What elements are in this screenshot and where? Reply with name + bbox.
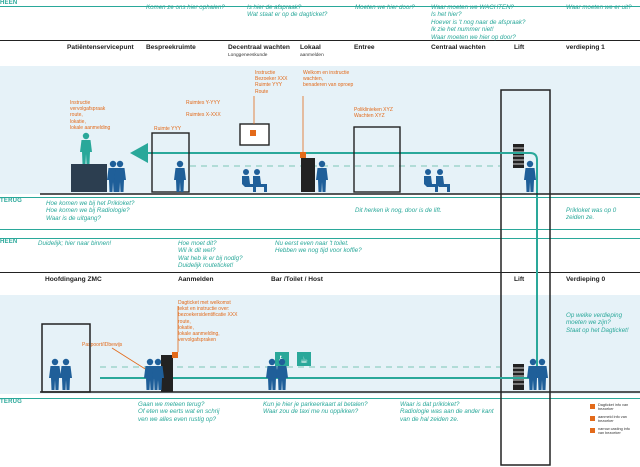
kiosk-aanmelden xyxy=(161,355,173,392)
top-heen-question: Is hier de afspraak? Wat staat er op de … xyxy=(247,4,328,19)
note-instructie-vervolgafspraak: Instructie vervolgafspraak route, lokati… xyxy=(70,100,111,131)
lift-door-bottom-slats xyxy=(513,367,524,385)
legend-dagticket: Dagticket info van bezoeker xyxy=(598,403,629,412)
legend-swatch-aanmeld xyxy=(590,416,595,421)
legend-aanmeld: aanmeld info van bezoeker xyxy=(598,415,627,424)
column-entree: Entree xyxy=(354,44,375,51)
staff-figure xyxy=(80,132,92,164)
route-dashed xyxy=(100,165,500,368)
top-terug-question: Dit herken ik nog, door is de lift. xyxy=(355,207,442,214)
top-heen-question: Waar moeten we er uit? xyxy=(566,4,632,11)
top-terug-end-rule xyxy=(0,229,640,230)
top-terug-rule xyxy=(0,197,640,198)
bottom-heen-question: Nu eerst even naar 't toilet. Hebben we … xyxy=(275,240,362,255)
bottom-terug-tag: TERUG xyxy=(0,399,22,405)
room-bespreekruimte xyxy=(151,132,190,193)
note-paspoort: Paspoort/IDbewijs xyxy=(82,342,123,348)
top-terug-question: Hoe komen we bij het Prikloket? Hoe kome… xyxy=(46,200,135,222)
top-terug-question: Prikloket was op 0 zeiden ze. xyxy=(566,207,617,222)
column-hoofdingang: Hoofdingang ZMC xyxy=(45,276,102,283)
column-lift-bottom: Lift xyxy=(514,276,525,283)
top-terug-tag: TERUG xyxy=(0,198,22,204)
bottom-column-rule xyxy=(0,272,640,273)
legend-swatch-dagticket xyxy=(590,404,595,409)
desk-servicepunt xyxy=(71,164,107,192)
note-ruimtes-x: Ruimtes X-XXX xyxy=(186,112,221,118)
patient-figure xyxy=(174,160,186,192)
seated-figure xyxy=(424,169,438,192)
column-lokaal-sub: aanmelden xyxy=(300,53,324,58)
bottom-terug-question: Waar is dat prikloket? Radiologie was aa… xyxy=(400,401,494,423)
note-poliklinieken: Poliklinieken XYZ Wachten XYZ xyxy=(354,107,393,120)
kiosk-aanmelden-icon xyxy=(172,352,178,358)
column-decentraal-wachten-sub: Longgeneeskunde xyxy=(228,53,268,58)
top-heen-rule xyxy=(0,6,640,7)
top-column-rule xyxy=(0,40,640,41)
column-lift-top: Lift xyxy=(514,44,525,51)
note-ruimte-yyy: Ruimte YYY xyxy=(154,126,182,132)
entrance-door xyxy=(41,323,91,393)
column-bespreekruimte: Bespreekruimte xyxy=(146,44,196,51)
column-centraal-wachten: Centraal wachten xyxy=(431,44,486,51)
column-verdieping-1: verdieping 1 xyxy=(566,44,605,51)
bottom-terug-rule xyxy=(0,398,640,399)
coffee-sign xyxy=(297,352,311,366)
note-dagticket: Dagticket met welkomst tekst en instruct… xyxy=(178,300,238,344)
bottom-heen-tag: HEEN xyxy=(0,239,18,245)
room-entree xyxy=(353,126,401,193)
bottom-heen-question: Hoe moet dit? Wil ik dit wel? Wat heb ik… xyxy=(178,240,243,270)
patient-figure xyxy=(524,160,536,192)
route-arrow xyxy=(130,143,148,163)
patient-figure xyxy=(49,358,61,390)
note-instructie-bezoeker: Instructie Bezoeker XXX Ruimte YYY Route xyxy=(255,70,288,95)
kiosk-lokaal xyxy=(301,158,315,192)
bottom-terug-question: Kun je hier je parkeerkaart al betalen? … xyxy=(263,401,368,416)
top-heen-question: Moeten we hier door? xyxy=(355,4,415,11)
column-verdieping-0: Verdieping 0 xyxy=(566,276,606,283)
bottom-heen-rule xyxy=(0,238,640,239)
legend-swatch-narrowcasting xyxy=(590,428,595,433)
column-aanmelden: Aanmelden xyxy=(178,276,214,283)
column-decentraal-wachten: Decentraal wachten xyxy=(228,44,290,51)
legend-narrowcasting: narrow casting info van bezoeker xyxy=(598,427,630,436)
lift-shaft xyxy=(500,89,551,466)
bottom-terug-question: Gaan we meteen terug? Of eten we eerts w… xyxy=(138,401,220,423)
side-question-verdieping: Op welke verdieping moeten we zijn? Staa… xyxy=(566,312,629,334)
top-heen-question: Waar moeten we WACHTEN? Is het hier? Hoe… xyxy=(431,4,526,41)
kiosk-lokaal-icon xyxy=(300,152,306,158)
top-heen-question: Komen ze ons hier ophalen? xyxy=(146,4,225,11)
bottom-heen-question: Duidelijk; hier naar binnen! xyxy=(38,240,112,247)
screen-decentraal-icon xyxy=(250,130,256,136)
coffee-icon: ☕ xyxy=(300,356,308,366)
column-bar-toilet-host: Bar /Toilet / Host xyxy=(271,276,323,283)
column-patientenservicepunt: Patiëntenservicepunt xyxy=(67,44,134,51)
top-heen-tag: HEEN xyxy=(0,0,18,6)
note-ruimtes-y: Ruimtes Y-YYY xyxy=(186,100,221,106)
column-lokaal: Lokaal xyxy=(300,44,321,51)
note-welkom-instructie: Welkom en instructie wachten, benaderen … xyxy=(303,70,354,89)
